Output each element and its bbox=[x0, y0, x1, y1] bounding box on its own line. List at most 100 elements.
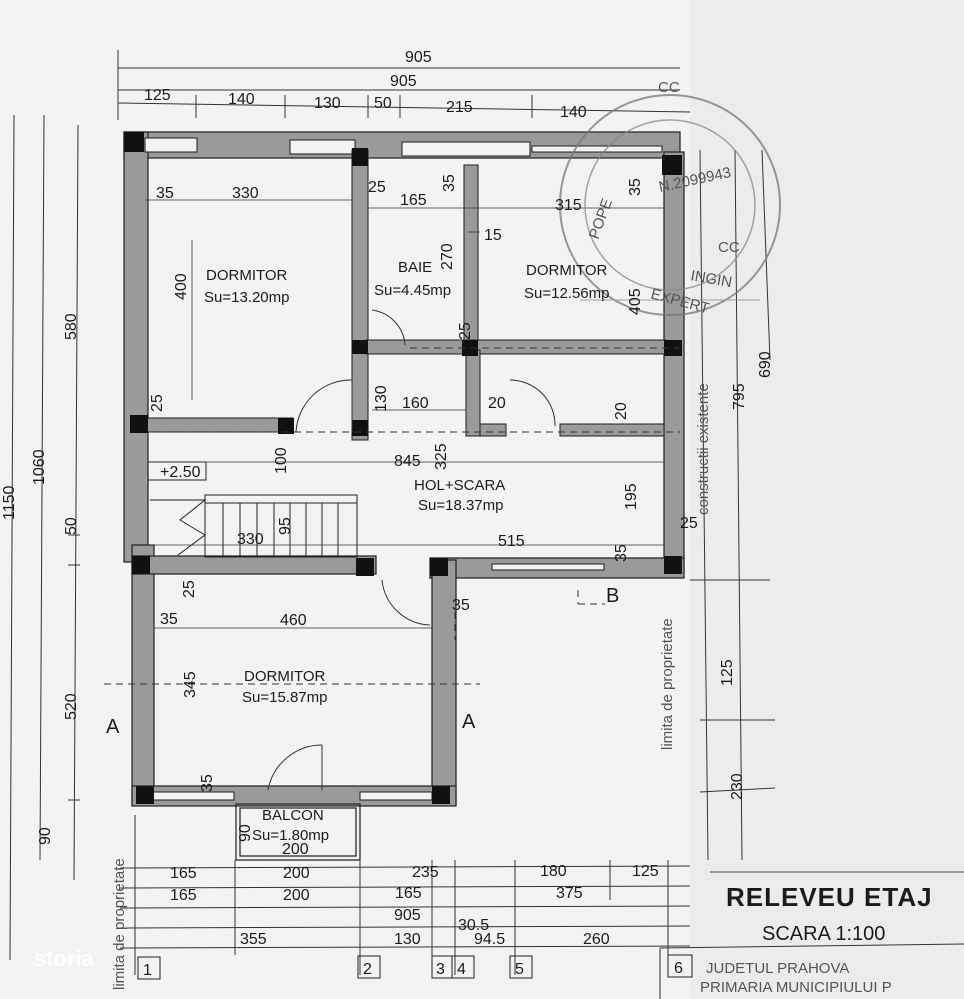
dim-bottom-r2-4: 375 bbox=[556, 885, 583, 902]
dim-right-690: 690 bbox=[757, 351, 774, 378]
room-name-bath: BAIE bbox=[398, 259, 432, 276]
dim-15: 15 bbox=[484, 227, 502, 244]
section-a-right: A bbox=[462, 711, 476, 733]
dim-25b: 25 bbox=[457, 322, 474, 340]
storia-watermark: storia bbox=[34, 946, 95, 971]
dim-35g: 35 bbox=[199, 774, 216, 792]
dim-left-90: 90 bbox=[37, 827, 54, 845]
axis-3: 3 bbox=[436, 961, 445, 978]
dim-bottom-r1-3: 235 bbox=[412, 864, 439, 881]
door-swings bbox=[267, 309, 556, 791]
dim-35d: 35 bbox=[613, 544, 630, 562]
room-area-bedroom-ne: Su=12.56mp bbox=[524, 285, 609, 302]
axis-2: 2 bbox=[363, 961, 372, 978]
section-a-left: A bbox=[106, 716, 120, 738]
title-block bbox=[659, 871, 964, 999]
drawing-scale: SCARA 1:100 bbox=[762, 923, 885, 945]
interior-dimension-lines bbox=[145, 199, 665, 629]
institution-line-1: JUDETUL PRAHOVA bbox=[706, 960, 849, 977]
drawing-title: RELEVEU ETAJ bbox=[726, 882, 933, 912]
room-name-balcony: BALCON bbox=[262, 807, 324, 824]
room-name-bedroom-nw: DORMITOR bbox=[206, 267, 288, 284]
room-area-bedroom-s: Su=15.87mp bbox=[242, 689, 327, 706]
dim-bottom-r4-3: 94.5 bbox=[474, 931, 505, 948]
dim-100: 100 bbox=[273, 447, 290, 474]
north-windows bbox=[144, 137, 663, 801]
dim-bottom-r4-4: 260 bbox=[583, 931, 610, 948]
stamp-cc-top: CC bbox=[658, 79, 680, 96]
dim-25c: 25 bbox=[149, 394, 166, 412]
dim-right-230: 230 bbox=[729, 773, 746, 800]
dim-25d: 25 bbox=[680, 515, 698, 532]
dim-35f: 35 bbox=[160, 611, 178, 628]
dim-bottom-r1-2: 200 bbox=[283, 865, 310, 882]
dim-bottom-r1-5: 125 bbox=[632, 863, 659, 880]
exterior-walls bbox=[123, 131, 685, 807]
dim-top-total-a: 905 bbox=[405, 49, 432, 66]
dim-130: 130 bbox=[373, 385, 390, 412]
dim-90: 90 bbox=[237, 824, 254, 842]
dim-bottom-r2-1: 165 bbox=[170, 887, 197, 904]
dim-bottom-r4-2: 130 bbox=[394, 931, 421, 948]
dim-left-580: 580 bbox=[63, 313, 80, 340]
dim-bottom-r2-3: 165 bbox=[395, 885, 422, 902]
dim-20b: 20 bbox=[613, 402, 630, 420]
room-name-hall: HOL+SCARA bbox=[414, 477, 505, 494]
room-area-balcony: Su=1.80mp bbox=[252, 827, 329, 844]
dim-top-1: 125 bbox=[144, 87, 171, 104]
dim-right-125: 125 bbox=[719, 659, 736, 686]
room-name-bedroom-s: DORMITOR bbox=[244, 668, 326, 685]
dim-330a: 330 bbox=[232, 185, 259, 202]
institution-line-2: PRIMARIA MUNICIPIULUI P bbox=[700, 979, 892, 996]
bottom-dimension-labels: 165 200 235 180 125 165 200 165 375 905 … bbox=[170, 863, 659, 948]
dim-top-6: 140 bbox=[560, 104, 587, 121]
dim-95: 95 bbox=[277, 517, 294, 535]
dim-405: 405 bbox=[627, 288, 644, 315]
balcony-outline bbox=[235, 803, 361, 861]
dim-left-1150: 1150 bbox=[1, 485, 18, 520]
axis-4: 4 bbox=[457, 961, 466, 978]
dim-left-50: 50 bbox=[63, 517, 80, 535]
dim-bottom-r1-1: 165 bbox=[170, 865, 197, 882]
dim-345: 345 bbox=[182, 671, 199, 698]
property-limit-bottom: limita de proprietate bbox=[111, 858, 128, 990]
dim-460: 460 bbox=[280, 612, 307, 629]
staircase bbox=[147, 461, 358, 558]
room-area-hall: Su=18.37mp bbox=[418, 497, 503, 514]
dim-35b: 35 bbox=[441, 174, 458, 192]
dim-bottom-r2-2: 200 bbox=[283, 887, 310, 904]
dim-top-3: 130 bbox=[314, 95, 341, 112]
section-lines bbox=[104, 347, 680, 685]
dim-35e: 35 bbox=[452, 597, 470, 614]
stamp-ingin: INGIN bbox=[689, 267, 733, 291]
engineer-stamp bbox=[559, 94, 781, 316]
columns bbox=[124, 132, 682, 804]
dim-325: 325 bbox=[433, 443, 450, 470]
level-mark: +2.50 bbox=[160, 464, 201, 481]
dim-160: 160 bbox=[402, 395, 429, 412]
stamp-cc-bottom: CC bbox=[718, 239, 740, 256]
top-dimension-lines bbox=[117, 50, 691, 120]
axis-1: 1 bbox=[143, 962, 152, 979]
dim-400: 400 bbox=[173, 273, 190, 300]
dim-330b: 330 bbox=[237, 531, 264, 548]
dim-left-520: 520 bbox=[63, 693, 80, 720]
axis-5: 5 bbox=[515, 961, 524, 978]
dim-25a: 25 bbox=[368, 179, 386, 196]
section-b: B bbox=[606, 585, 619, 607]
right-dimension-lines bbox=[690, 149, 776, 861]
room-area-bedroom-nw: Su=13.20mp bbox=[204, 289, 289, 306]
dim-200: 200 bbox=[282, 841, 309, 858]
dim-left-1060: 1060 bbox=[31, 449, 48, 485]
dim-35c: 35 bbox=[627, 178, 644, 196]
axis-markers bbox=[137, 954, 693, 980]
dim-20a: 20 bbox=[488, 395, 506, 412]
room-area-bath: Su=4.45mp bbox=[374, 282, 451, 299]
dim-bottom-r1-4: 180 bbox=[540, 863, 567, 880]
dim-bottom-r3-1: 905 bbox=[394, 907, 421, 924]
dim-bottom-r4-1: 355 bbox=[240, 931, 267, 948]
dim-315: 315 bbox=[555, 197, 582, 214]
dim-845: 845 bbox=[394, 453, 421, 470]
dim-165: 165 bbox=[400, 192, 427, 209]
